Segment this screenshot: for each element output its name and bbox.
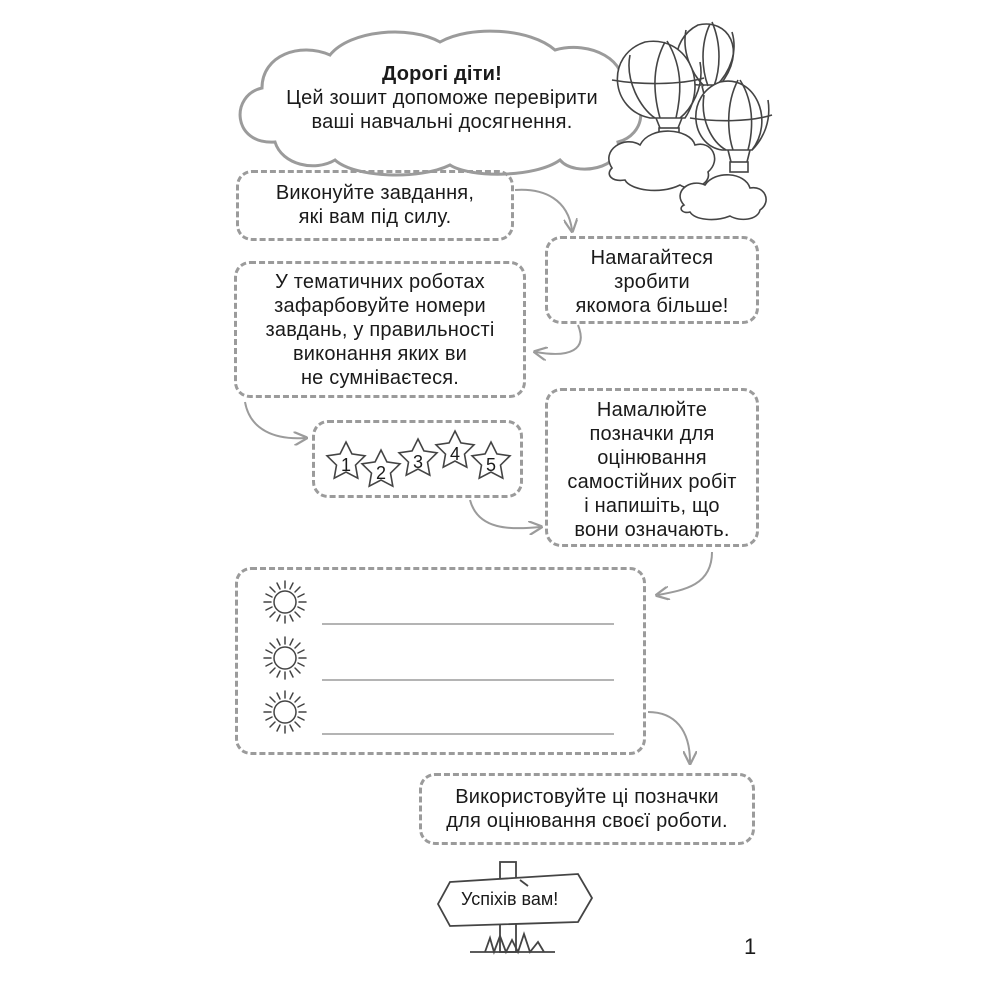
instruction-box-1: [236, 170, 514, 241]
star-number-4: 4: [449, 444, 460, 464]
box4-line-2: позначки для: [589, 423, 715, 445]
star-number-2: 2: [375, 463, 386, 483]
star-shapes: [325, 429, 512, 488]
greeting-line-1: Цей зошит допоможе перевірити: [286, 87, 598, 109]
arrow-6: [647, 711, 690, 762]
star-4-shape: [434, 429, 476, 469]
star-2-shape: [360, 448, 402, 488]
box2-line-2: зробити: [614, 271, 690, 293]
box4-line-5: і напишіть, що: [584, 495, 720, 517]
arrow-1: [514, 188, 572, 230]
instruction-box-4-text: Намалюйте позначки для оцінювання самост…: [545, 398, 759, 542]
signpost-text: Успіхів вам!: [461, 889, 559, 909]
box4-line-1: Намалюйте: [596, 399, 708, 421]
star-1-shape: [325, 440, 367, 480]
greeting-title: Дорогі діти!: [382, 63, 502, 85]
box1-line-2: які вам під силу.: [298, 206, 452, 228]
instruction-box-6-text: Використовуйте ці позначки для оцінюванн…: [419, 785, 755, 833]
hot-air-balloons-illustration: [608, 21, 773, 221]
box6-line-2: для оцінювання своєї роботи.: [446, 810, 728, 832]
star-number-1: 1: [340, 455, 351, 475]
sun-icon-2: [263, 636, 307, 680]
instruction-box-2: [545, 236, 759, 324]
box3-line-5: не сумніваєтеся.: [300, 367, 460, 389]
stars-box: [312, 420, 523, 498]
instruction-box-4: [545, 388, 759, 547]
box3-line-4: виконання яких ви: [292, 343, 468, 365]
instruction-box-2-text: Намагайтеся зробити якомога більше!: [545, 246, 759, 318]
instruction-box-6: [419, 773, 755, 845]
box3-line-2: зафарбовуйте номери: [274, 295, 486, 317]
signpost-board: [436, 873, 594, 927]
sun-icon-1: [263, 580, 307, 624]
star-5-shape: [470, 440, 512, 480]
star-3-shape: [397, 437, 439, 477]
box3-line-1: У тематичних роботах: [275, 271, 485, 293]
box2-line-3: якомога більше!: [575, 295, 729, 317]
greeting-line-2: ваші навчальні досягнення.: [311, 111, 573, 133]
writing-lines: [322, 623, 614, 735]
box4-line-4: самостійних робіт: [567, 471, 737, 493]
instruction-box-3: [234, 261, 526, 398]
sun-icon-3: [263, 690, 307, 734]
grass: [484, 931, 545, 955]
instruction-box-3-text: У тематичних роботах зафарбовуйте номери…: [234, 270, 526, 390]
box1-line-1: Виконуйте завдання,: [275, 182, 475, 204]
box3-line-3: завдань, у правильності: [265, 319, 495, 341]
star-number-5: 5: [485, 455, 496, 475]
arrow-5: [658, 551, 713, 595]
arrow-3: [244, 401, 305, 438]
marks-box: [235, 567, 646, 755]
instruction-box-1-text: Виконуйте завдання, які вам під силу.: [236, 181, 514, 229]
box4-line-3: оцінювання: [597, 447, 707, 469]
flow-arrows: [244, 188, 713, 762]
box6-line-1: Використовуйте ці позначки: [455, 786, 719, 808]
box4-line-6: вони означають.: [574, 519, 730, 541]
box2-line-1: Намагайтеся: [590, 247, 714, 269]
star-number-3: 3: [412, 452, 423, 472]
greeting-cloud-text: Дорогі діти! Цей зошит допоможе перевіри…: [262, 62, 622, 134]
signpost-illustration: [436, 861, 594, 955]
arrow-2: [536, 324, 582, 354]
page-number: 1: [744, 934, 757, 959]
arrow-4: [469, 499, 540, 528]
